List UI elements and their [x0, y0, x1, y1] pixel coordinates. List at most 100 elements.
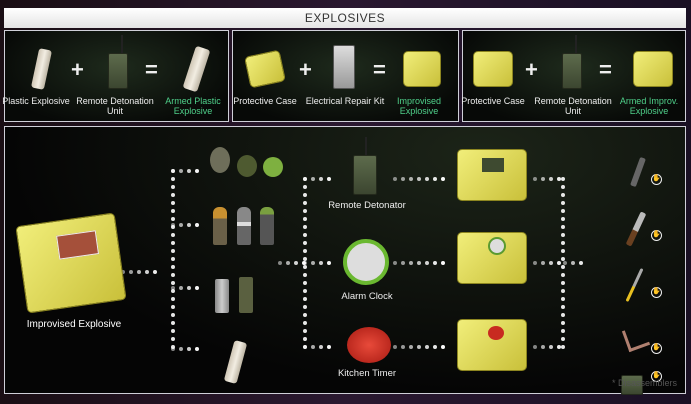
connector-dot [533, 261, 537, 265]
flashbang-icon [263, 157, 283, 177]
connector-dot [195, 347, 199, 351]
hand-icon: ✋ [651, 371, 662, 382]
connector-dot [303, 329, 307, 333]
connector-dot [187, 169, 191, 173]
connector-dot [195, 223, 199, 227]
connector-dot [557, 261, 561, 265]
electrical-repair-kit-icon [333, 45, 355, 89]
connector-dot [294, 261, 298, 265]
connector-dot [561, 305, 565, 309]
connector-dot [171, 281, 175, 285]
connector-dot [425, 345, 429, 349]
equals-sign: = [599, 57, 612, 82]
connector-dot [311, 261, 315, 265]
connector-dot [129, 270, 133, 274]
label-electrical-repair-kit: Electrical Repair Kit [305, 96, 385, 106]
connector-dot [409, 345, 413, 349]
connector-dot [561, 281, 565, 285]
antenna-icon [365, 137, 367, 157]
connector-dots [121, 169, 583, 351]
connector-dot [561, 337, 565, 341]
connector-dot [561, 185, 565, 189]
connector-dot [187, 223, 191, 227]
protective-case-icon [473, 51, 513, 87]
connector-dot [278, 261, 282, 265]
connector-dot [171, 289, 175, 293]
connector-dot [327, 261, 331, 265]
label-plastic-explosive: Plastic Explosive [2, 96, 70, 106]
connector-dot [303, 217, 307, 221]
antenna-icon [121, 35, 123, 55]
smoke-grenade-icon [215, 279, 229, 313]
connector-dot [561, 233, 565, 237]
protective-case-icon [244, 49, 286, 89]
connector-dot [171, 337, 175, 341]
connector-dot [171, 347, 175, 351]
connector-dot [303, 257, 307, 261]
label-remote-detonator: Remote Detonator [328, 200, 406, 211]
clock-on-case-icon [488, 237, 506, 255]
connector-dot [327, 345, 331, 349]
assembly-diagram: Improvised Explosive Remote Detonator Al… [4, 126, 686, 395]
connector-dot [171, 265, 175, 269]
connector-dot [171, 241, 175, 245]
connector-dot [311, 345, 315, 349]
remote-detonation-unit-icon [108, 53, 128, 89]
connector-dot [171, 329, 175, 333]
improvised-explosive-icon [403, 51, 441, 87]
connector-dot [171, 217, 175, 221]
connector-dot [441, 345, 445, 349]
footnote-disassemblers: * Disassemblers [611, 378, 677, 388]
armed-improvised-explosive-icon [633, 51, 673, 87]
connector-dot [195, 169, 199, 173]
connector-dot [561, 265, 565, 269]
armed-remote-case-icon [457, 149, 527, 201]
connector-dot [409, 261, 413, 265]
connector-dot [417, 261, 421, 265]
connector-dot [441, 177, 445, 181]
connector-dot [561, 321, 565, 325]
connector-dot [401, 177, 405, 181]
connector-dot [393, 261, 397, 265]
plus-sign: + [71, 57, 84, 82]
connector-dot [303, 313, 307, 317]
connector-dot [561, 313, 565, 317]
connector-dot [561, 217, 565, 221]
connector-dot [561, 225, 565, 229]
connector-dot [533, 345, 537, 349]
connector-dot [561, 201, 565, 205]
connector-dot [561, 297, 565, 301]
hand-icon: ✋ [651, 174, 662, 185]
connector-dot [171, 169, 175, 173]
kitchen-timer-icon [347, 327, 391, 363]
connector-dot [303, 265, 307, 269]
connector-dot [303, 337, 307, 341]
connector-dot [327, 177, 331, 181]
connector-dot [557, 177, 561, 181]
connector-dot [179, 223, 183, 227]
connector-dot [303, 321, 307, 325]
equals-sign: = [373, 57, 386, 82]
page-title: EXPLOSIVES [4, 8, 686, 28]
connector-dot [417, 177, 421, 181]
40mm-shell-explosive-icon [213, 207, 227, 245]
connector-dot [303, 305, 307, 309]
connector-dot [171, 297, 175, 301]
label-remote-detonation-unit: Remote Detonation Unit [534, 96, 612, 116]
connector-dot [187, 286, 191, 290]
connector-dot [179, 286, 183, 290]
connector-dot [319, 177, 323, 181]
connector-dot [303, 225, 307, 229]
antenna-icon [575, 35, 577, 55]
circuit-board-icon [56, 230, 100, 260]
connector-dot [171, 233, 175, 237]
connector-dot [286, 261, 290, 265]
connector-dot [171, 223, 175, 227]
connector-dot [171, 185, 175, 189]
improvised-explosive-large-icon [15, 212, 127, 314]
connector-dot [425, 261, 429, 265]
recipe-panel-improvised: + = Protective Case Electrical Repair Ki… [232, 30, 459, 122]
40mm-shell-gas-icon [260, 207, 274, 245]
connector-dot [409, 177, 413, 181]
connector-dot [171, 286, 175, 290]
